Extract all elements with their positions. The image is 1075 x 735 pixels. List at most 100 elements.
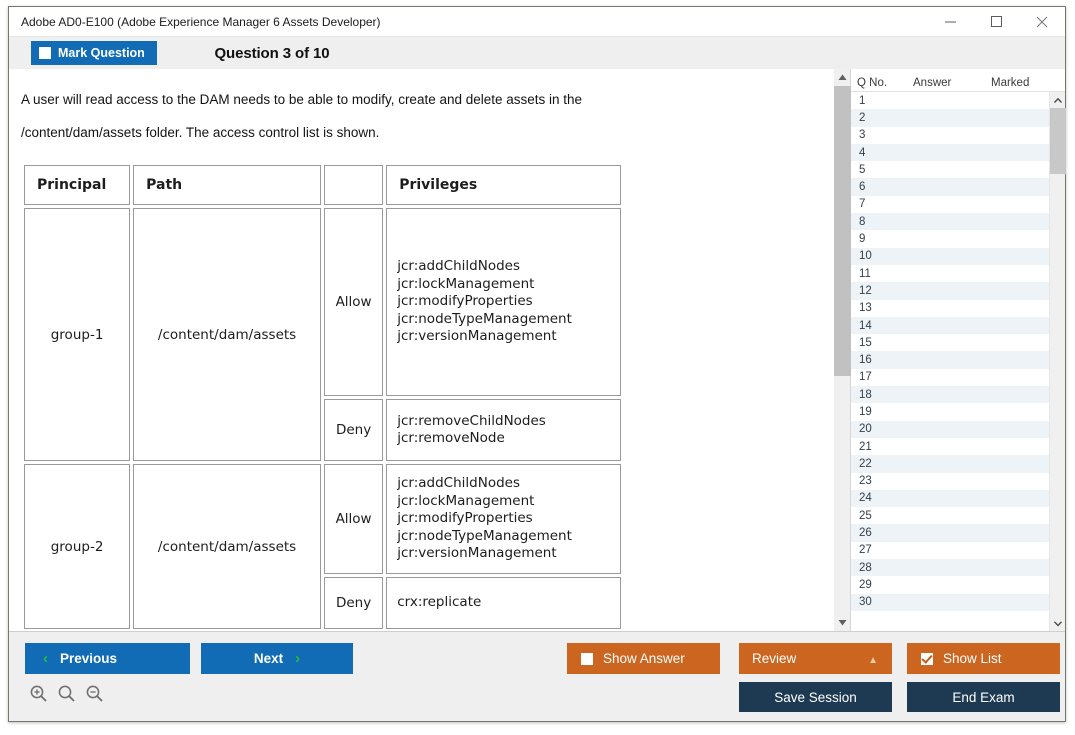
list-item[interactable]: 30 [851, 593, 1049, 611]
list-item[interactable]: 28 [851, 559, 1049, 577]
list-item[interactable]: 3 [851, 127, 1049, 144]
list-column-header-answer: Answer [913, 77, 952, 89]
zoom-in-icon[interactable] [29, 684, 48, 708]
list-item-qno: 6 [859, 181, 866, 194]
maximize-icon[interactable] [973, 7, 1019, 36]
list-item[interactable]: 29 [851, 576, 1049, 593]
list-item-qno: 9 [859, 233, 866, 246]
content-scrollbar[interactable] [833, 69, 851, 631]
list-scrollbar-thumb[interactable] [1049, 108, 1066, 174]
list-scroll-down-arrow-icon[interactable] [1050, 615, 1066, 631]
chevron-left-icon: ‹ [43, 650, 48, 667]
question-content-pane: A user will read access to the DAM needs… [9, 69, 833, 631]
list-item[interactable]: 4 [851, 143, 1049, 162]
list-item[interactable]: 2 [851, 109, 1049, 127]
question-text-line-1: A user will read access to the DAM needs… [21, 92, 583, 107]
cell-allow-privileges: jcr:addChildNodes jcr:lockManagement jcr… [386, 464, 621, 574]
list-item[interactable]: 22 [851, 455, 1049, 473]
list-item-qno: 20 [859, 423, 872, 436]
list-item-qno: 3 [859, 129, 866, 142]
question-text-line-2: /content/dam/assets folder. The access c… [21, 125, 380, 140]
table-row: Deny jcr:removeChildNodes jcr:removeNode [24, 399, 621, 461]
list-item-qno: 1 [859, 94, 866, 107]
list-item[interactable]: 8 [851, 213, 1049, 231]
show-list-button[interactable]: Show List [907, 643, 1060, 674]
list-item[interactable]: 19 [851, 403, 1049, 420]
show-answer-checkbox[interactable] [581, 652, 593, 665]
list-item-qno: 23 [859, 475, 872, 488]
list-item[interactable]: 10 [851, 247, 1049, 265]
save-session-button[interactable]: Save Session [739, 682, 892, 712]
list-item[interactable]: 9 [851, 230, 1049, 247]
list-item[interactable]: 24 [851, 489, 1049, 508]
next-button[interactable]: Next › [201, 643, 353, 674]
page-title: Question 3 of 10 [214, 44, 330, 62]
list-item[interactable]: 15 [851, 334, 1049, 351]
list-item-qno: 16 [859, 354, 872, 367]
question-text: A user will read access to the DAM needs… [21, 83, 651, 149]
column-header-privileges: Privileges [386, 165, 621, 205]
list-item-qno: 15 [859, 336, 872, 349]
question-list-header: Q No. Answer Marked [851, 69, 1065, 91]
list-item[interactable]: 12 [851, 282, 1049, 300]
list-item[interactable]: 6 [851, 178, 1049, 196]
question-header-bar: Mark Question Question 3 of 10 [9, 37, 1065, 69]
list-item-qno: 27 [859, 544, 872, 557]
list-item[interactable]: 16 [851, 351, 1049, 369]
table-row: group-2 /content/dam/assets Allow jcr:ad… [24, 464, 621, 629]
minimize-icon[interactable] [927, 7, 973, 36]
list-item[interactable]: 26 [851, 524, 1049, 542]
list-item[interactable]: 1 [851, 92, 1049, 109]
scroll-down-arrow-icon[interactable] [834, 614, 851, 631]
list-item[interactable]: 21 [851, 438, 1049, 455]
list-item[interactable]: 17 [851, 369, 1049, 386]
list-item-qno: 14 [859, 319, 872, 332]
close-icon[interactable] [1019, 7, 1065, 36]
mark-question-label: Mark Question [58, 46, 145, 60]
question-list-scrollbar[interactable] [1049, 92, 1066, 631]
table-header-row: Principal Path Privileges [24, 165, 621, 205]
list-item-qno: 21 [859, 440, 872, 453]
caret-up-icon: ▲ [868, 655, 878, 666]
cell-path: /content/dam/assets [133, 208, 321, 461]
zoom-out-icon[interactable] [85, 684, 104, 708]
show-answer-label: Show Answer [603, 651, 685, 666]
list-item[interactable]: 5 [851, 161, 1049, 178]
list-item[interactable]: 11 [851, 265, 1049, 282]
body-area: A user will read access to the DAM needs… [9, 69, 1066, 631]
list-scroll-up-arrow-icon[interactable] [1050, 92, 1066, 108]
show-answer-button[interactable]: Show Answer [567, 643, 720, 674]
previous-button-label: Previous [60, 651, 118, 666]
list-item[interactable]: 25 [851, 507, 1049, 524]
list-scrollbar-track[interactable] [1049, 108, 1066, 615]
list-item-qno: 11 [859, 267, 871, 280]
title-bar: Adobe AD0-E100 (Adobe Experience Manager… [9, 7, 1065, 37]
review-dropdown[interactable]: Review ▲ [739, 643, 892, 674]
list-item-qno: 18 [859, 388, 872, 401]
list-item[interactable]: 18 [851, 386, 1049, 404]
show-list-checkbox[interactable] [921, 652, 933, 665]
content-scrollbar-track[interactable] [833, 86, 851, 614]
scroll-up-arrow-icon[interactable] [834, 69, 851, 86]
save-session-label: Save Session [774, 689, 857, 705]
list-item[interactable]: 27 [851, 542, 1049, 559]
zoom-reset-icon[interactable] [57, 684, 76, 708]
cell-allow-label: Allow [323, 464, 384, 574]
list-item-qno: 24 [859, 492, 872, 505]
access-control-list-table: Principal Path Privileges group-1 /conte… [21, 162, 624, 631]
list-item[interactable]: 13 [851, 300, 1049, 317]
list-item-qno: 4 [859, 146, 866, 159]
list-item[interactable]: 14 [851, 316, 1049, 335]
footer-toolbar: ‹ Previous Next › Show Answer Review ▲ S… [9, 631, 1065, 721]
end-exam-button[interactable]: End Exam [907, 682, 1060, 712]
mark-question-checkbox[interactable] [39, 47, 51, 59]
list-item-qno: 30 [859, 596, 872, 609]
mark-question-button[interactable]: Mark Question [31, 41, 157, 65]
list-item[interactable]: 20 [851, 420, 1049, 438]
content-scrollbar-thumb[interactable] [833, 86, 851, 377]
list-item[interactable]: 7 [851, 196, 1049, 213]
list-item[interactable]: 23 [851, 473, 1049, 490]
previous-button[interactable]: ‹ Previous [25, 643, 190, 674]
